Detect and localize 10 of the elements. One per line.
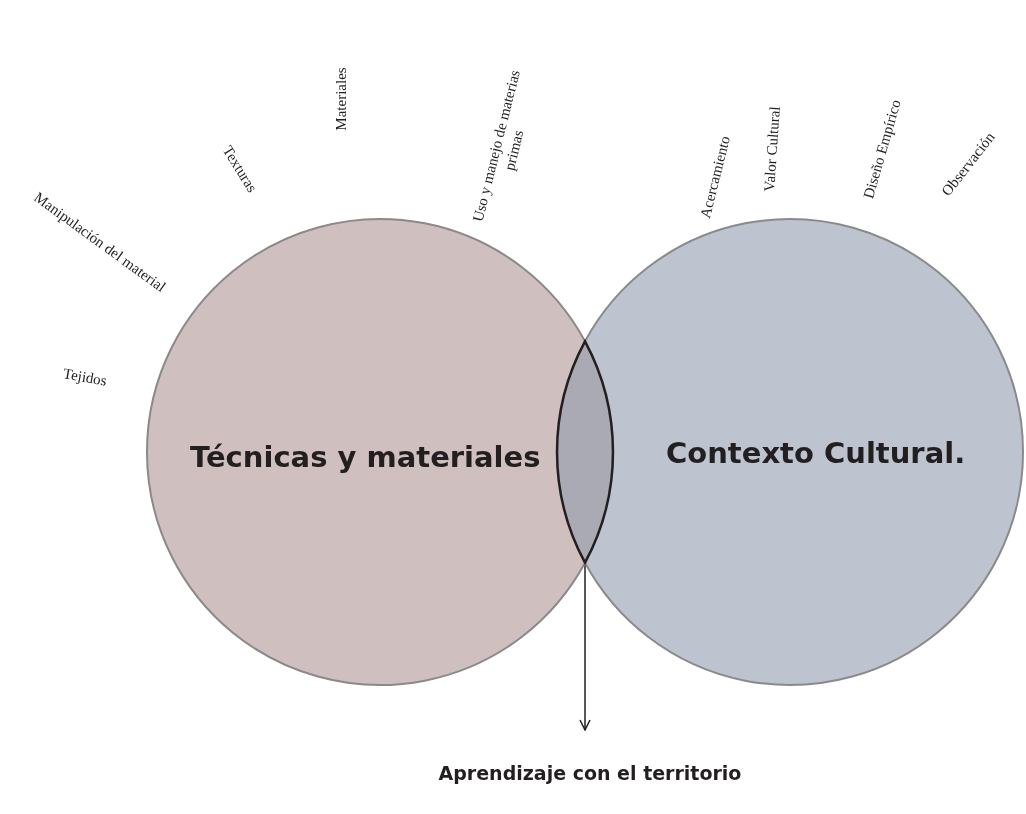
concept-label: Uso y manejo de materias primas bbox=[468, 67, 528, 226]
concept-label: Tejidos bbox=[60, 364, 109, 391]
circle-title: Técnicas y materiales bbox=[190, 440, 541, 474]
concept-label: Valor Cultural bbox=[760, 104, 784, 195]
venn-circle bbox=[585, 218, 1025, 686]
circle-title: Contexto Cultural. bbox=[666, 436, 966, 470]
result-text: Aprendizaje con el territorio bbox=[437, 762, 743, 784]
concept-label: Materiales bbox=[332, 66, 350, 133]
intersection-lens bbox=[555, 340, 615, 564]
concept-label: Diseño Empírico bbox=[859, 96, 905, 203]
